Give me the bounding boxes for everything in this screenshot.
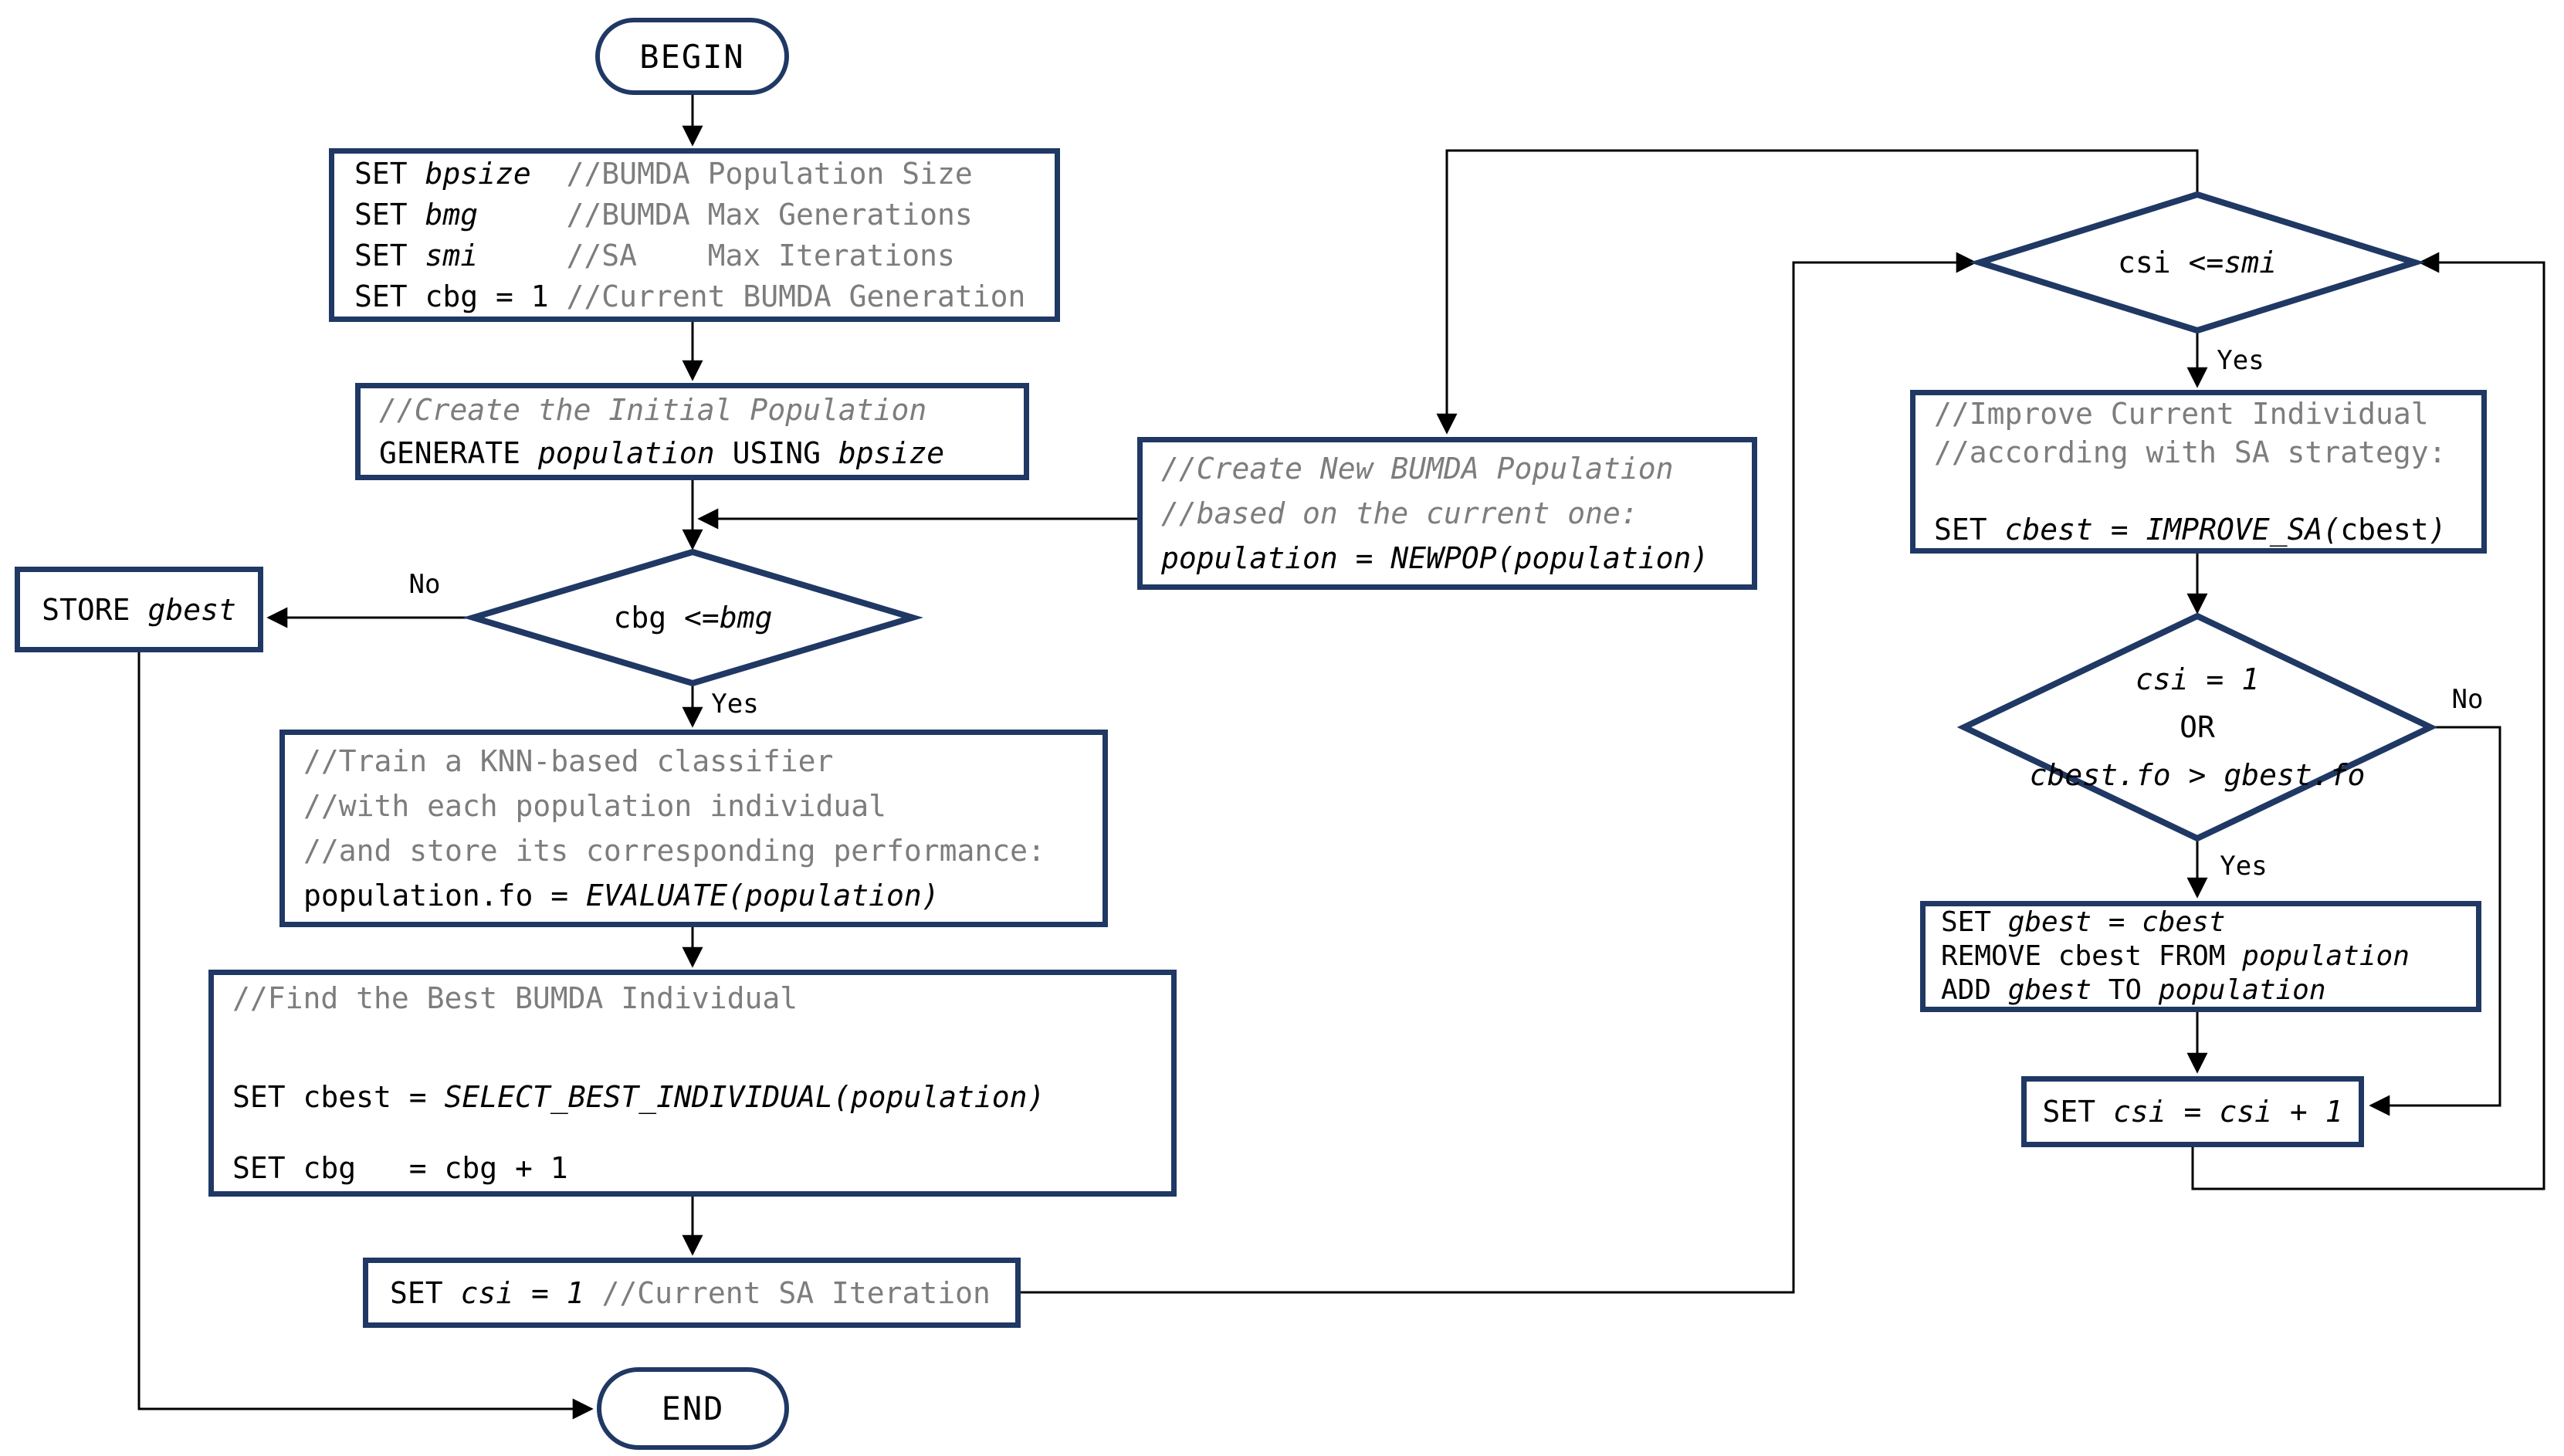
branch-label-no-or: No [2451, 684, 2484, 715]
newpop-comment-1: //Create New BUMDA Population [1161, 452, 1674, 486]
decision-or-diamond [1956, 612, 2438, 842]
init-line-smi: SET smi //SA Max Iterations [354, 238, 955, 273]
new-population-box: //Create New BUMDA Population //based on… [1137, 437, 1757, 590]
findbest-code-cbg: SET cbg = cbg + 1 [232, 1151, 568, 1185]
store-code: STORE gbest [42, 592, 236, 627]
update-gbest-box: SET gbest = cbest REMOVE cbest FROM popu… [1920, 901, 2481, 1012]
init-line-bpsize: SET bpsize //BUMDA Population Size [354, 156, 973, 191]
begin-terminal: BEGIN [595, 18, 789, 95]
decision-or-text: csi = 1 OR cbest.fo > gbest.fo [2029, 662, 2366, 792]
init-line-cbg: SET cbg = 1 //Current BUMDA Generation [354, 279, 1026, 313]
increment-csi-box: SET csi = csi + 1 [2021, 1076, 2364, 1147]
knn-code: population.fo = EVALUATE(population) [303, 879, 940, 913]
arrow-setcsi-to-decision-csi [1021, 252, 1977, 1294]
improve-comment-2: //according with SA strategy: [1934, 435, 2447, 469]
improve-code: SET cbest = IMPROVE_SA(cbest) [1934, 513, 2447, 547]
findbest-code-cbest: SET cbest = SELECT_BEST_INDIVIDUAL(popul… [232, 1080, 1045, 1114]
create-comment: //Create the Initial Population [379, 393, 927, 427]
branch-label-yes-or: Yes [2220, 851, 2268, 882]
branch-label-no-cbg: No [408, 569, 441, 600]
branch-label-yes-csi: Yes [2217, 345, 2264, 376]
newpop-comment-2: //based on the current one: [1161, 496, 1638, 530]
end-terminal: END [597, 1367, 789, 1450]
arrow-store-to-end [137, 652, 594, 1420]
store-gbest-box: STORE gbest [15, 567, 263, 652]
knn-comment-3: //and store its corresponding performanc… [303, 834, 1045, 868]
branch-label-yes-cbg: Yes [711, 689, 759, 720]
begin-label: BEGIN [639, 37, 745, 76]
decision-csi-diamond [1969, 191, 2426, 334]
decision-cbg-diamond [462, 548, 923, 687]
init-variables-box: SET bpsize //BUMDA Population Size SET b… [329, 148, 1060, 322]
knn-comment-2: //with each population individual [303, 789, 886, 823]
improve-sa-box: //Improve Current Individual //according… [1910, 390, 2487, 554]
arrow-inc-loop-to-decision-csi [2191, 252, 2545, 1190]
update-remove-cbest: REMOVE cbest FROM population [1941, 940, 2410, 972]
create-population-box: //Create the Initial Population GENERATE… [355, 383, 1029, 480]
knn-comment-1: //Train a KNN-based classifier [303, 744, 834, 778]
knn-evaluate-box: //Train a KNN-based classifier //with ea… [279, 730, 1108, 927]
create-code: GENERATE population USING bpsize [379, 436, 945, 470]
init-line-bmg: SET bmg //BUMDA Max Generations [354, 197, 973, 232]
setcsi-code: SET csi = 1 //Current SA Iteration [390, 1275, 991, 1310]
update-set-gbest: SET gbest = cbest [1941, 906, 2226, 938]
end-label: END [661, 1390, 725, 1427]
arrow-decision-csi-no-to-newpop [1436, 149, 2199, 435]
update-add-gbest: ADD gbest TO population [1941, 974, 2326, 1006]
arrow-decision-or-no-to-inc [2369, 726, 2501, 1116]
decision-csi-text: csi <= smi [2118, 245, 2277, 279]
inc-code: SET csi = csi + 1 [2042, 1095, 2343, 1129]
decision-cbg-text: cbg <= bmg [613, 601, 773, 635]
findbest-comment: //Find the Best BUMDA Individual [232, 981, 798, 1015]
improve-comment-1: //Improve Current Individual [1934, 397, 2429, 431]
find-best-box: //Find the Best BUMDA Individual SET cbe… [208, 970, 1177, 1197]
newpop-code: population = NEWPOP(population) [1161, 541, 1709, 575]
set-csi-box: SET csi = 1 //Current SA Iteration [363, 1258, 1021, 1328]
